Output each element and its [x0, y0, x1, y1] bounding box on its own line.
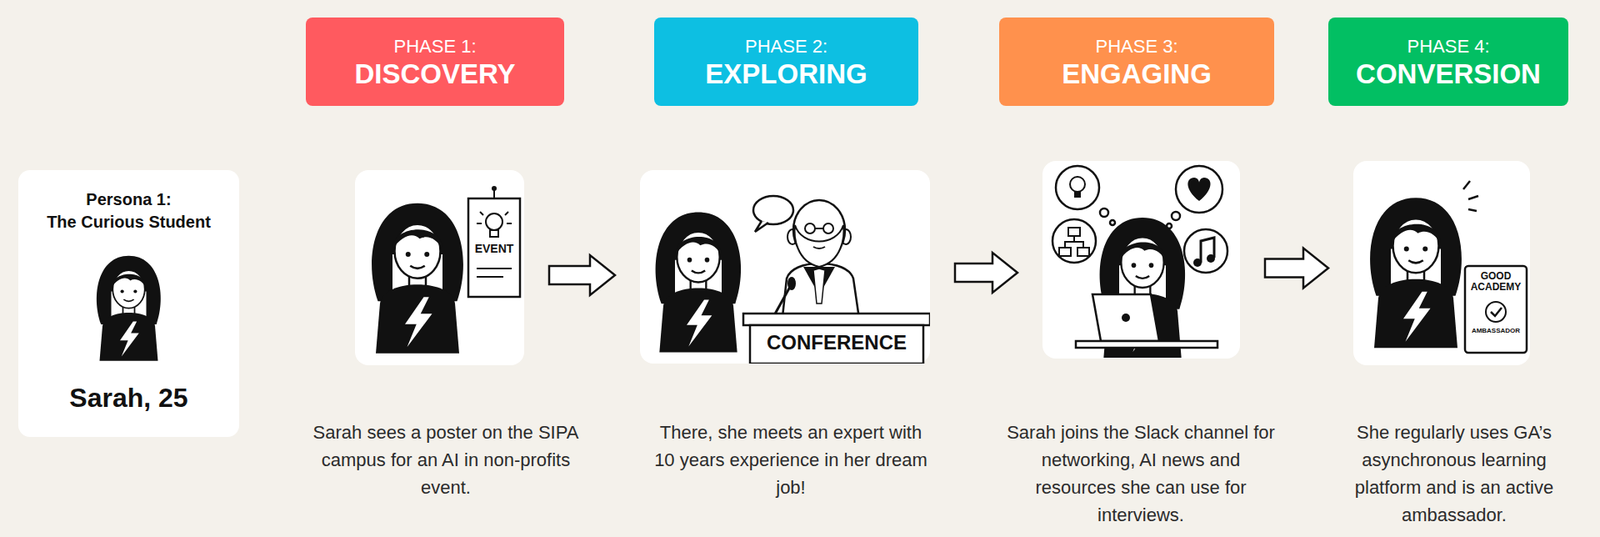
caption-text: There, she meets an expert with 10 years… — [653, 418, 929, 501]
illustration-label: GOOD ACADEMY — [1466, 270, 1525, 293]
phase-header: PHASE 3:ENGAGING — [999, 17, 1275, 106]
flow-arrow — [549, 255, 615, 295]
heart-icon — [1187, 177, 1210, 201]
music-note — [1200, 237, 1215, 263]
caption-text: Sarah joins the Slack channel for networ… — [999, 418, 1283, 529]
ambassador-illustration — [1353, 160, 1530, 365]
illustration-card: Sarah sees a poster on the SIPA campus f… — [355, 170, 525, 365]
phase-header: PHASE 4:CONVERSION — [1328, 17, 1569, 106]
flow-arrow — [955, 252, 1018, 293]
slack-illustration — [1042, 160, 1240, 359]
phase-text: PHASE 3: — [999, 35, 1275, 57]
persona-card: Persona 1:The Curious StudentSarah, 25 — [18, 170, 240, 437]
caption-text: Sarah sees a poster on the SIPA campus f… — [308, 418, 584, 501]
persona-text: Sarah, 25 — [18, 382, 240, 414]
event-poster — [468, 185, 520, 297]
illustration-card: Sarah joins the Slack channel for networ… — [1042, 160, 1240, 359]
sparkle — [1463, 180, 1479, 211]
laptop — [1075, 294, 1218, 348]
ambassador-sign — [1465, 265, 1527, 353]
bulb-icon — [1070, 176, 1085, 198]
phase-text: PHASE 2: — [654, 35, 919, 57]
phase-text: ENGAGING — [999, 58, 1275, 90]
podium — [743, 313, 930, 364]
expert-figure — [773, 200, 860, 325]
phase-text: PHASE 4: — [1328, 35, 1569, 57]
phase-text: EXPLORING — [654, 58, 919, 90]
illustration-card: She regularly uses GA’s asynchronous lea… — [1353, 160, 1530, 365]
illustration-label: AMBASSADOR — [1466, 327, 1525, 335]
thought-bubbles — [1052, 165, 1228, 273]
phase-text: CONVERSION — [1328, 58, 1569, 90]
illustration-label: CONFERENCE — [750, 331, 924, 354]
speech-bubble — [753, 195, 794, 232]
network-icon — [1059, 227, 1090, 256]
phase-header: PHASE 2:EXPLORING — [654, 17, 919, 106]
persona-text: Persona 1: — [18, 190, 240, 210]
flow-arrow — [1265, 248, 1329, 289]
persona-text: The Curious Student — [18, 212, 240, 232]
caption-text: She regularly uses GA’s asynchronous lea… — [1333, 418, 1575, 529]
phase-header: PHASE 1:DISCOVERY — [305, 17, 565, 106]
illustration-label: EVENT — [468, 242, 520, 255]
illustration-card: There, she meets an expert with 10 years… — [640, 170, 930, 364]
poster-illustration — [355, 170, 525, 365]
phase-text: PHASE 1: — [305, 35, 565, 57]
phase-text: DISCOVERY — [305, 58, 565, 90]
